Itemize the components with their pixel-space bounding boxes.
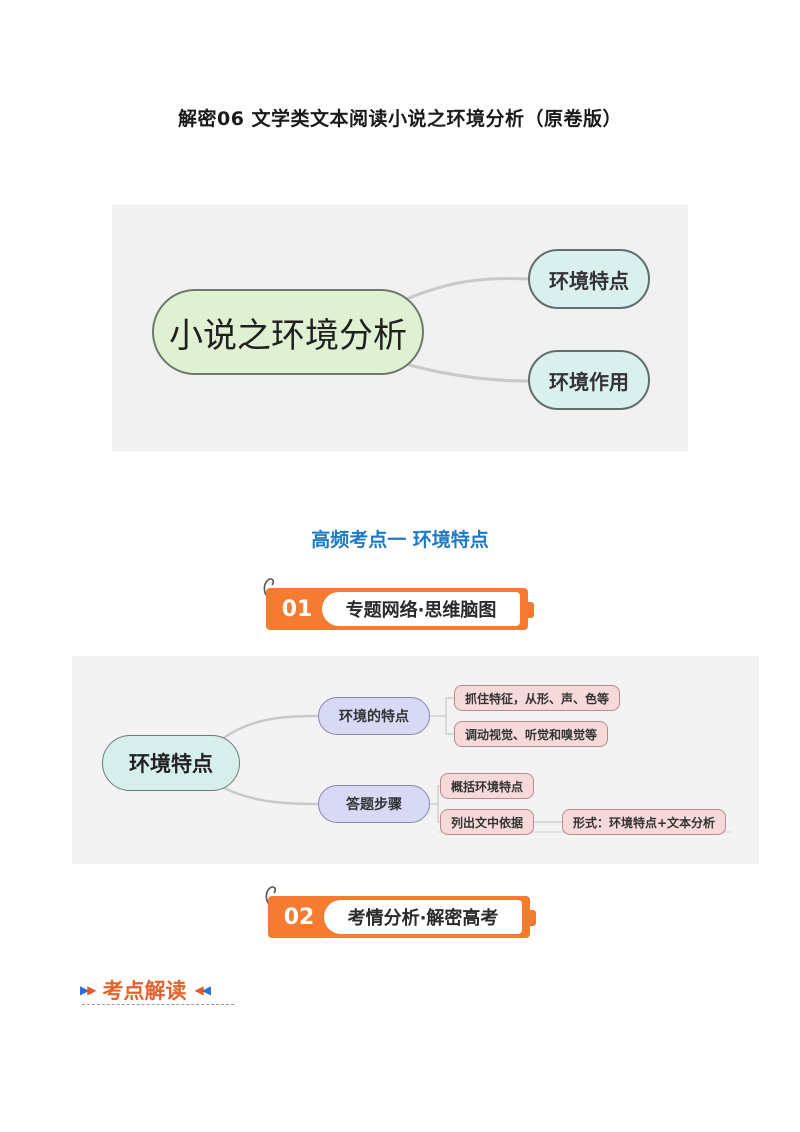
double-left-arrow-icon: ◀◀ <box>194 983 211 997</box>
mindmap2-root-node: 环境特点 <box>102 735 240 791</box>
mindmap-environment-analysis: 小说之环境分析 环境特点 环境作用 <box>112 205 688 451</box>
banner-topic-network: 01 专题网络·思维脑图 <box>263 578 534 630</box>
banner-tab <box>524 602 534 618</box>
document-title: 解密06 文学类文本阅读小说之环境分析（原卷版） <box>177 108 623 130</box>
mindmap-connectors <box>401 276 529 383</box>
kaodian-heading: ▶▶ 考点解读 ◀◀ <box>80 972 211 1008</box>
banner-number: 01 <box>281 596 313 622</box>
branch-environment-traits: 环境的特点 <box>318 697 430 735</box>
banner-exam-analysis: 02 考情分析·解密高考 <box>265 886 536 938</box>
branch-answer-steps: 答题步骤 <box>318 785 430 823</box>
kaodian-label: 考点解读 <box>102 979 187 1003</box>
mindmap-node-environment-features: 环境特点 <box>528 249 650 309</box>
banner-number: 02 <box>283 904 315 930</box>
banner-label: 考情分析·解密高考 <box>324 900 522 934</box>
paperclip-icon <box>263 578 275 599</box>
mindmap-root-node: 小说之环境分析 <box>152 289 424 375</box>
paperclip-icon <box>265 886 277 907</box>
leaf-grasp-features: 抓住特征，从形、声、色等 <box>454 685 621 711</box>
mindmap-environment-features: 环境特点 环境的特点 答题步骤 抓住特征，从形、声、色等 调动视觉、听觉和嗅觉等… <box>72 656 759 864</box>
banner-label: 专题网络·思维脑图 <box>322 592 520 626</box>
mindmap-node-environment-function: 环境作用 <box>528 350 650 410</box>
double-right-arrow-icon: ▶▶ <box>80 983 97 997</box>
kaodian-underline <box>82 1004 234 1005</box>
leaf-mobilize-senses: 调动视觉、听觉和嗅觉等 <box>454 721 609 747</box>
leaf-cite-evidence: 列出文中依据 <box>440 809 535 835</box>
leaf-answer-format: 形式：环境特点+文本分析 <box>562 809 727 835</box>
section-heading: 高频考点一 环境特点 <box>311 529 489 551</box>
leaf-summarize-features: 概括环境特点 <box>440 773 535 799</box>
banner-tab <box>526 910 536 926</box>
